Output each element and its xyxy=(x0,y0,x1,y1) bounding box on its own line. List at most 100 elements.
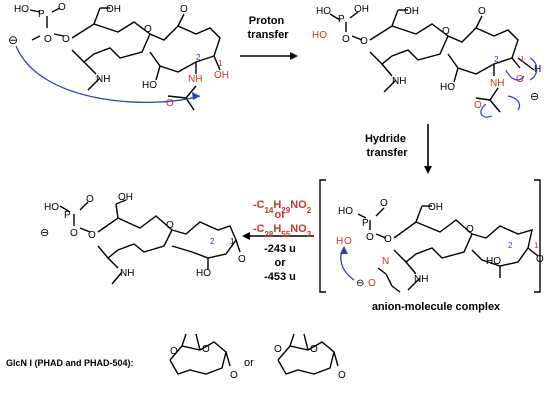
atom-label: P xyxy=(64,210,71,221)
proton-transfer-label: Proton transfer xyxy=(248,15,290,41)
atom-label: NH xyxy=(96,74,110,85)
proton-arrow xyxy=(15,45,201,103)
molecule-protonated xyxy=(329,9,535,113)
molecule-protonated-labels: P O O OH HO OH NH O O HO H xyxy=(316,4,541,93)
complex-brackets xyxy=(319,179,541,293)
atom-label: O xyxy=(536,254,544,265)
loss-mass-1: -243 u xyxy=(264,243,296,255)
atom-label: 1 xyxy=(230,237,235,246)
charge-label: ⊖ xyxy=(356,278,364,289)
molecule-start-red-labels: NH O OH 1 xyxy=(166,59,229,109)
atom-label: HO xyxy=(44,202,59,213)
atom-label: NH xyxy=(414,274,428,285)
atom-label: 2 xyxy=(196,53,201,62)
molecule-start-labels: P O O O HO OH NH O O HO xyxy=(14,2,188,91)
atom-label: 2 xyxy=(494,55,499,64)
atom-label: O xyxy=(180,4,188,15)
charge-label: ⊖ xyxy=(40,227,49,239)
atom-label: H xyxy=(534,64,541,75)
atom-label: HO xyxy=(316,6,331,17)
loss-arrowhead xyxy=(242,232,250,240)
atom-label: P xyxy=(338,14,345,25)
charge-label: ⊖ xyxy=(530,91,539,103)
atom-label: NH xyxy=(392,76,406,87)
atom-label: O xyxy=(166,220,174,231)
atom-label: N xyxy=(382,256,389,267)
atom-label: HO xyxy=(14,4,29,15)
atom-label: O xyxy=(58,2,66,13)
atom-label: OH xyxy=(118,192,133,203)
atom-label: O xyxy=(338,370,346,381)
atom-label: HO xyxy=(440,82,455,93)
atom-label: NH xyxy=(188,74,202,85)
atom-label: O xyxy=(360,36,368,47)
molecule-complex-red-labels: H O N O 1 xyxy=(336,236,539,289)
atom-label: O xyxy=(474,100,482,111)
atom-label: O xyxy=(380,198,388,209)
loss-mass-2: -453 u xyxy=(264,271,296,283)
atom-label: O xyxy=(166,98,174,109)
atom-label: O xyxy=(62,34,70,45)
atom-label: O xyxy=(478,6,486,17)
atom-label: OH xyxy=(106,4,121,15)
molecule-start xyxy=(29,7,221,111)
loss-formula-2: -C28H55NO3 xyxy=(253,223,312,239)
atom-label: O xyxy=(230,370,238,381)
atom-label: HO xyxy=(486,256,501,267)
hydride-transfer-line2: transfer xyxy=(367,147,409,159)
atom-label: O xyxy=(368,278,376,289)
complex-label: anion-molecule complex xyxy=(372,301,501,313)
atom-label: HO xyxy=(338,206,353,217)
glcn-label: GlcN I (PHAD and PHAD-504): xyxy=(6,358,134,368)
atom-label: NH xyxy=(490,78,504,89)
atom-label: O xyxy=(238,254,246,265)
hydride-transfer-arrowhead xyxy=(424,166,432,174)
electron-push-arrows xyxy=(480,57,538,118)
atom-label: O xyxy=(466,224,474,235)
molecule-product-labels: P O O HO O OH NH O HO O 1 xyxy=(44,192,246,279)
atom-label: O xyxy=(88,230,96,241)
molecule-complex-labels: P O O HO O OH NH O HO O xyxy=(338,198,544,285)
atom-label: NH xyxy=(120,268,134,279)
atom-label: 1 xyxy=(520,55,525,64)
atom-label: O xyxy=(342,34,350,45)
atom-label: OH xyxy=(428,202,443,213)
loss-or-1: or xyxy=(275,209,287,221)
atom-label: OH xyxy=(404,6,419,17)
atom-label: H xyxy=(336,236,343,247)
atom-label: O xyxy=(170,346,178,357)
molecule-product xyxy=(59,199,241,285)
atom-label: O xyxy=(366,232,374,243)
atom-label: P xyxy=(38,9,45,20)
atom-label: 2 xyxy=(210,237,215,246)
proton-transfer-line1: Proton xyxy=(249,15,285,27)
atom-label: O xyxy=(70,228,78,239)
atom-label: O xyxy=(202,344,210,355)
atom-label: O xyxy=(86,194,94,205)
glcn-structure-1-labels: O O O xyxy=(170,344,238,381)
atom-label: O xyxy=(442,26,450,37)
atom-label: 1 xyxy=(534,241,539,250)
loss-formula-1: -C14H29NO2 xyxy=(253,199,312,215)
glcn-structure-1 xyxy=(169,333,231,375)
atom-label: HO xyxy=(196,268,211,279)
proton-transfer-line2: transfer xyxy=(248,29,290,41)
hydride-transfer-line1: Hydride xyxy=(365,133,406,145)
atom-label: OH xyxy=(354,4,369,15)
proton-arrowhead xyxy=(192,92,200,100)
atom-label: O xyxy=(310,344,318,355)
atom-label: O xyxy=(274,344,282,355)
glcn-structure-2 xyxy=(277,333,339,375)
atom-label: P xyxy=(362,218,369,229)
loss-or-2: or xyxy=(275,257,287,269)
loss-labels: -C14H29NO2 or -C28H55NO3 -243 u or -453 … xyxy=(253,199,312,283)
glcn-or: or xyxy=(244,357,254,369)
atom-label: O xyxy=(44,34,52,45)
atom-label: OH xyxy=(214,70,229,81)
atom-label: O xyxy=(344,236,352,247)
atom-label: O xyxy=(384,234,392,245)
atom-label: HO xyxy=(312,30,327,41)
atom-label: HO xyxy=(142,80,157,91)
glcn-structure-2-labels: O O O xyxy=(274,344,346,381)
